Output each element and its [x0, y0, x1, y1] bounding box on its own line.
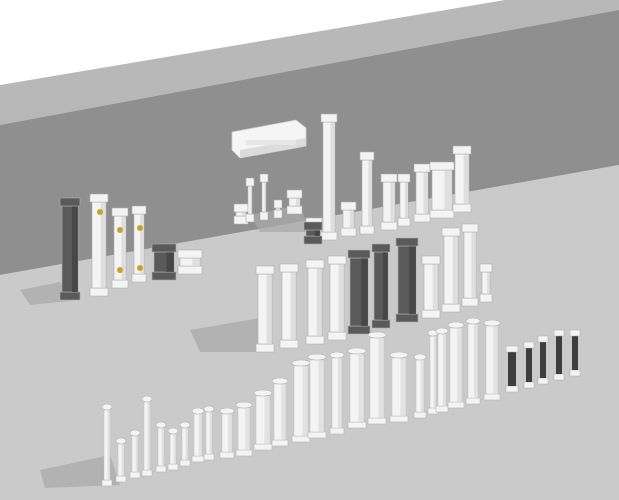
front-round-column [115, 437, 127, 483]
upper-column [397, 173, 411, 227]
tall-white-pedestal [89, 193, 109, 297]
upper-column [359, 151, 375, 235]
left-pedestal-group [59, 193, 203, 301]
front-round-column [347, 347, 367, 429]
middle-square-column [421, 255, 441, 319]
front-round-column [179, 421, 191, 467]
upper-column [273, 199, 283, 219]
gold-accent-column [131, 205, 147, 283]
upper-column [413, 163, 431, 223]
upper-column [380, 173, 398, 231]
gold-ornament [117, 267, 123, 273]
back-wall [0, 10, 619, 275]
front-round-column [329, 351, 345, 435]
upper-column [340, 201, 357, 237]
middle-square-column [279, 263, 299, 349]
gold-ornament [117, 227, 123, 233]
front-round-column [129, 429, 141, 479]
gold-accent-column [111, 207, 129, 289]
front-round-column [219, 407, 235, 459]
middle-square-column [305, 259, 325, 345]
front-round-column [307, 353, 327, 439]
gold-ornament [137, 225, 143, 231]
front-round-column [291, 359, 311, 443]
gold-ornament [137, 265, 143, 271]
short-white-pedestal [177, 249, 203, 275]
upper-column [245, 177, 255, 223]
front-round-column [465, 317, 481, 405]
upper-column [320, 113, 338, 241]
front-round-column [167, 427, 179, 471]
upper-dark-pedestal [303, 221, 323, 245]
front-round-column [389, 351, 409, 423]
middle-square-column [441, 227, 461, 313]
front-round-column [271, 377, 289, 447]
tall-dark-pedestal [59, 197, 81, 301]
front-round-column [235, 401, 253, 457]
upper-column [452, 145, 472, 213]
front-round-column [155, 421, 167, 473]
front-round-column [191, 407, 205, 463]
front-round-column [483, 319, 501, 401]
middle-column-row [255, 223, 493, 353]
middle-square-column [479, 263, 493, 303]
front-round-column [427, 329, 439, 415]
front-round-column [413, 353, 427, 419]
front-round-column [141, 395, 153, 477]
upper-column [429, 161, 455, 219]
upper-column-group [233, 113, 472, 245]
dark-slim-column [569, 329, 581, 377]
upper-column [259, 173, 269, 221]
middle-square-column [461, 223, 479, 307]
dark-slim-column [553, 329, 565, 381]
middle-square-column [395, 237, 419, 323]
wall-top-strip [0, 0, 619, 125]
upper-column [286, 189, 303, 215]
front-round-column [253, 389, 273, 451]
wall-mantel [231, 119, 307, 159]
middle-square-column [347, 249, 371, 335]
dark-slim-column [505, 345, 519, 393]
front-round-column [101, 403, 113, 487]
gold-ornament [97, 209, 103, 215]
middle-square-column [327, 255, 347, 341]
front-round-column [367, 331, 387, 425]
front-round-column [435, 327, 449, 413]
dark-slim-column [523, 341, 535, 389]
front-column-row [101, 317, 501, 487]
dark-slim-column [537, 335, 549, 385]
right-dark-column-group [505, 329, 581, 393]
middle-square-column [371, 243, 391, 329]
short-dark-pedestal [151, 243, 177, 281]
front-round-column [203, 405, 215, 461]
front-round-column [447, 321, 465, 409]
middle-square-column [255, 265, 275, 353]
